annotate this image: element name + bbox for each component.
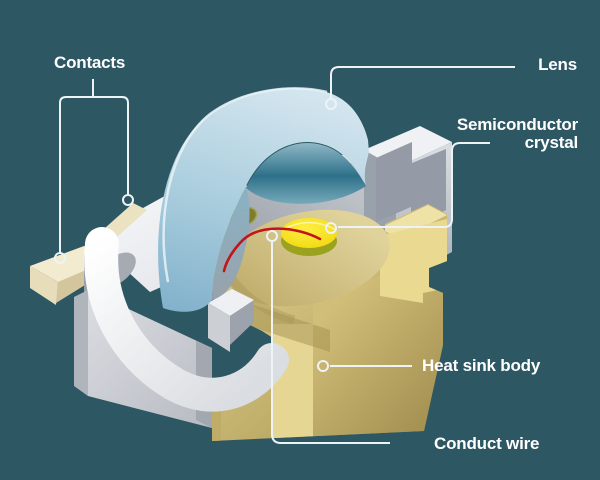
- conduct-wire-marker: [266, 230, 278, 242]
- housing-curved-cut-band: [84, 227, 289, 412]
- heat-sink-marker: [317, 360, 329, 372]
- heat-sink-tower-top-face: [380, 205, 447, 239]
- lens: [158, 87, 369, 312]
- lens-inner-left-surface: [212, 186, 250, 300]
- contacts-marker-left: [54, 252, 66, 264]
- contacts-marker-right: [122, 194, 134, 206]
- housing-step-front: [208, 303, 230, 352]
- housing-step-top: [208, 289, 254, 316]
- contacts-leader-bracket: [59, 96, 129, 252]
- crystal-marker: [325, 222, 337, 234]
- housing-front: [74, 227, 289, 428]
- label-lens: Lens: [538, 55, 577, 74]
- heat-sink-pedestal-top: [224, 209, 390, 307]
- lens-crescent-section: [158, 87, 369, 312]
- crystal-leader-line: [338, 142, 490, 228]
- label-conduct-wire: Conduct wire: [434, 434, 540, 453]
- contact-left-front-lip: [30, 266, 58, 305]
- lens-rim-highlight: [162, 87, 328, 283]
- lens-inner-dome-surface: [246, 142, 366, 204]
- leader-lines: [54, 66, 515, 444]
- conduct-wire: [222, 227, 322, 273]
- housing-left-side-face: [74, 290, 88, 396]
- housing-step-right: [230, 300, 254, 345]
- label-semiconductor-crystal-line1: Semiconductor: [456, 115, 578, 134]
- label-semiconductor-crystal-line2: crystal: [524, 132, 579, 152]
- conduct-wire-leader-line: [271, 242, 390, 444]
- label-heat-sink-body: Heat sink body: [422, 356, 541, 375]
- contact-upper-top-face: [105, 203, 147, 237]
- label-contacts: Contacts: [54, 53, 126, 72]
- lens-marker: [325, 98, 337, 110]
- lens-leader-line: [330, 66, 515, 98]
